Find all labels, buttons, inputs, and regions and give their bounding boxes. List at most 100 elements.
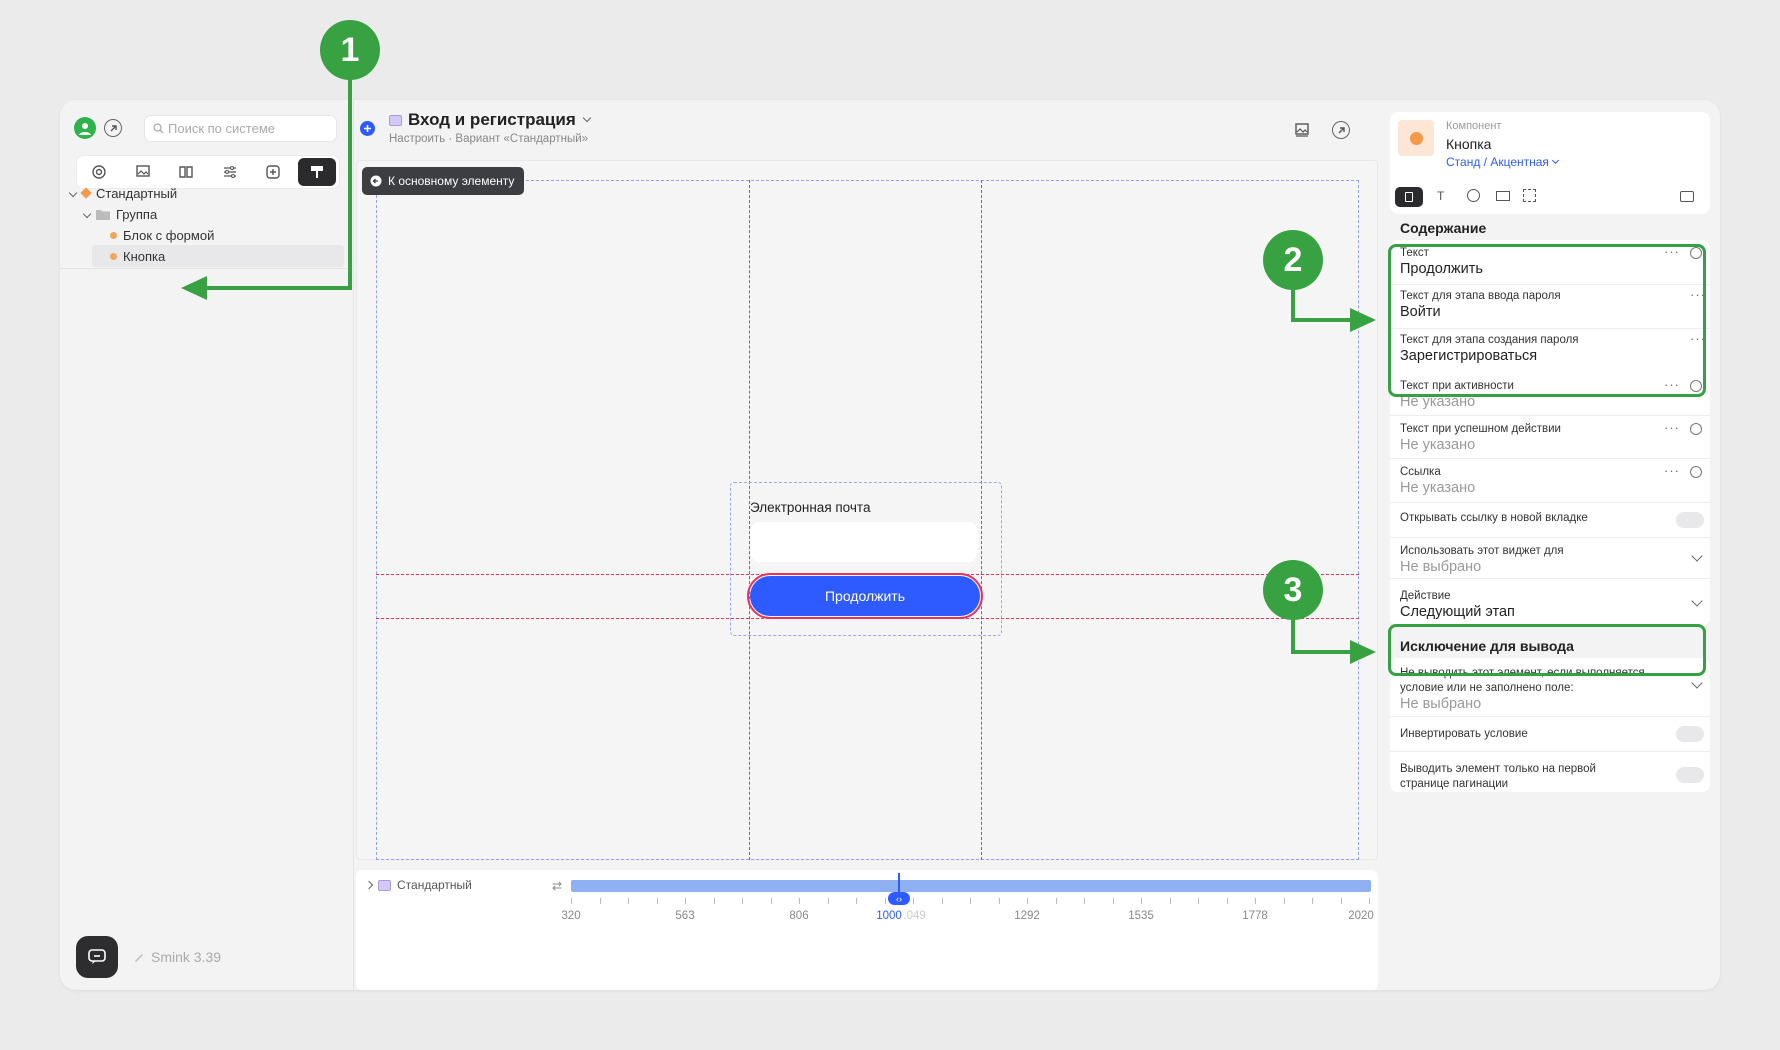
first-page-only-toggle[interactable] [1676,767,1704,783]
back-button-label: К основному элементу [388,174,515,188]
open-external-icon[interactable] [1332,121,1350,139]
tab-text-icon[interactable]: T [1437,189,1445,203]
ruler-tick [799,898,800,904]
image-icon[interactable] [124,158,162,186]
variant-swatch-icon [378,879,391,891]
book-icon[interactable] [167,158,205,186]
tree-label: Группа [116,206,158,222]
email-field[interactable] [750,522,978,562]
field-label: Использовать этот виджет для [1400,545,1564,557]
field-label: Текст для этапа ввода пароля [1400,290,1561,302]
divider [1390,578,1710,579]
ruler-tick [1084,898,1085,904]
form-block[interactable] [730,482,1002,636]
search-input[interactable]: Поиск по системе [144,115,337,142]
breakpoint-bar: Стандартный ⇄ ‹› 320 563 806 1049 1292 1… [356,870,1378,990]
more-icon[interactable]: ··· [1664,463,1680,478]
tab-style-icon[interactable] [1467,189,1480,202]
field-label: Текст для этапа создания пароля [1400,334,1579,346]
preview-icon[interactable] [1294,122,1310,143]
arrow-right-icon [1350,308,1376,332]
field-label: Текст [1400,247,1429,259]
version-label: Smink 3.39 [133,949,221,965]
chevron-down-icon [82,209,92,219]
chevron-down-icon [582,113,591,123]
variant-selector[interactable]: Стандартный [364,878,472,892]
editor-canvas[interactable] [356,160,1378,860]
ruler-tick [713,898,715,904]
tree-item-group[interactable]: Группа [82,203,158,225]
open-external-icon[interactable] [104,119,122,137]
layers-icon[interactable] [80,158,118,186]
left-sidebar: Поиск по системе Стандартный Группа Блок… [60,100,354,990]
more-icon[interactable]: ··· [1664,244,1680,259]
more-icon[interactable]: ··· [1690,331,1706,346]
page-title[interactable]: Вход и регистрация [389,110,591,130]
ruler-tick [856,898,857,904]
component-diamond-icon [80,187,92,199]
tab-layout-icon[interactable] [1496,191,1510,201]
use-widget-select[interactable]: Не выбрано [1400,559,1482,575]
download-icon[interactable] [1690,423,1702,435]
chat-button[interactable] [76,936,118,978]
invert-condition-label: Инвертировать условие [1400,728,1528,740]
variant-swatch-icon [389,114,402,126]
tree-item-standard[interactable]: Стандартный [68,182,177,204]
swap-icon[interactable]: ⇄ [552,879,563,893]
success-text-field[interactable]: Не указано [1400,437,1476,453]
element-dot-icon [110,252,117,260]
more-icon[interactable]: ··· [1690,287,1706,302]
app-window: Поиск по системе Стандартный Группа Блок… [60,100,1720,990]
ruler-tick [1255,898,1256,904]
ruler-label: 1049 [900,910,926,922]
exclusion-select[interactable]: Не выбрано [1400,696,1482,712]
back-to-parent-button[interactable]: К основному элементу [362,167,525,195]
variant-label: Стандартный [397,878,472,892]
more-icon[interactable]: ··· [1664,420,1680,435]
link-field[interactable]: Не указано [1400,480,1476,496]
tree-label: Кнопка [123,248,166,264]
user-avatar-icon[interactable] [74,117,96,139]
active-text-field[interactable]: Не указано [1400,394,1476,410]
divider [1390,284,1710,285]
annotation-badge-1: 1 [320,20,380,80]
download-icon[interactable] [1690,247,1702,259]
text-field[interactable]: Продолжить [1400,261,1483,277]
password-step-text-field[interactable]: Войти [1400,304,1441,320]
annotation-connector [204,286,352,290]
variant-link[interactable]: Станд / Акцентная [1446,155,1559,169]
ruler-tick [941,898,943,904]
content-section-title: Содержание [1400,220,1487,236]
divider [1390,502,1710,503]
invert-condition-toggle[interactable] [1676,726,1704,742]
continue-button[interactable]: Продолжить [747,573,983,619]
download-icon[interactable] [1690,466,1702,478]
paint-roller-icon[interactable] [297,158,336,186]
width-handle[interactable]: ‹› [888,892,910,905]
action-select[interactable]: Следующий этап [1400,604,1515,620]
ruler-tick [970,898,971,904]
more-icon[interactable]: ··· [1664,377,1680,392]
create-password-text-field[interactable]: Зарегистрироваться [1400,348,1538,364]
current-width-label: 1000 [874,910,904,922]
component-thumbnail-icon [1398,120,1434,156]
add-circle-icon[interactable] [360,121,375,136]
tab-content-icon[interactable] [1395,187,1423,207]
field-label: Текст при активности [1400,380,1514,392]
first-page-only-label: Выводить элемент только на первой страни… [1400,763,1596,790]
add-icon[interactable] [254,158,292,186]
download-icon[interactable] [1690,380,1702,392]
tree-item-form-block[interactable]: Блок с формой [110,224,214,246]
ruler-tick [1369,898,1370,904]
width-range-bar[interactable] [571,880,1371,892]
open-new-tab-toggle[interactable] [1676,512,1704,528]
divider [1390,751,1710,752]
tab-size-icon[interactable] [1523,189,1536,202]
sliders-icon[interactable] [211,158,249,186]
tree-item-button[interactable]: Кнопка [92,245,344,267]
panel-tabs [1390,182,1710,212]
page-title-text: Вход и регистрация [408,110,576,129]
tab-code-icon[interactable] [1680,191,1694,202]
element-dot-icon [110,231,117,239]
annotation-badge-2: 2 [1263,230,1323,290]
